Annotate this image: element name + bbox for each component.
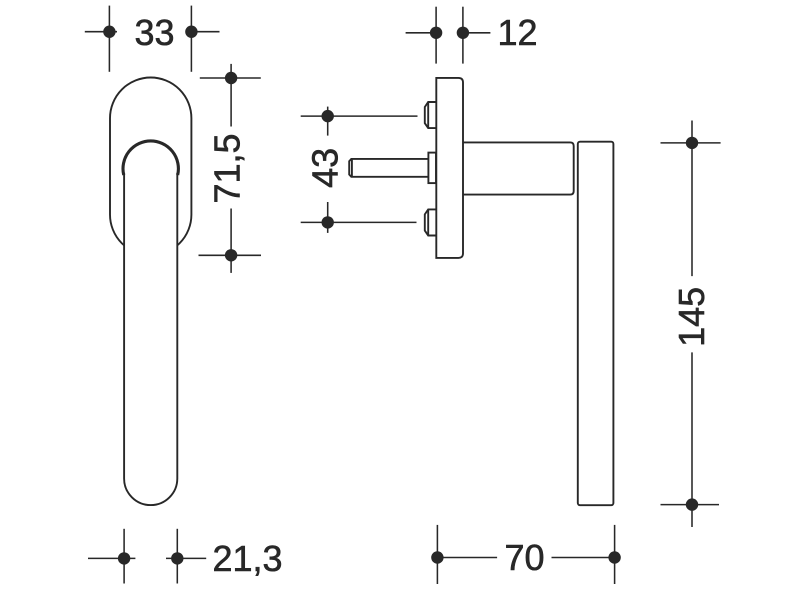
svg-text:71,5: 71,5 bbox=[207, 133, 248, 203]
svg-text:33: 33 bbox=[135, 12, 175, 53]
svg-text:70: 70 bbox=[505, 537, 545, 578]
svg-text:145: 145 bbox=[671, 287, 712, 347]
svg-text:21,3: 21,3 bbox=[213, 538, 283, 579]
svg-text:12: 12 bbox=[498, 12, 538, 53]
svg-text:43: 43 bbox=[304, 148, 345, 188]
